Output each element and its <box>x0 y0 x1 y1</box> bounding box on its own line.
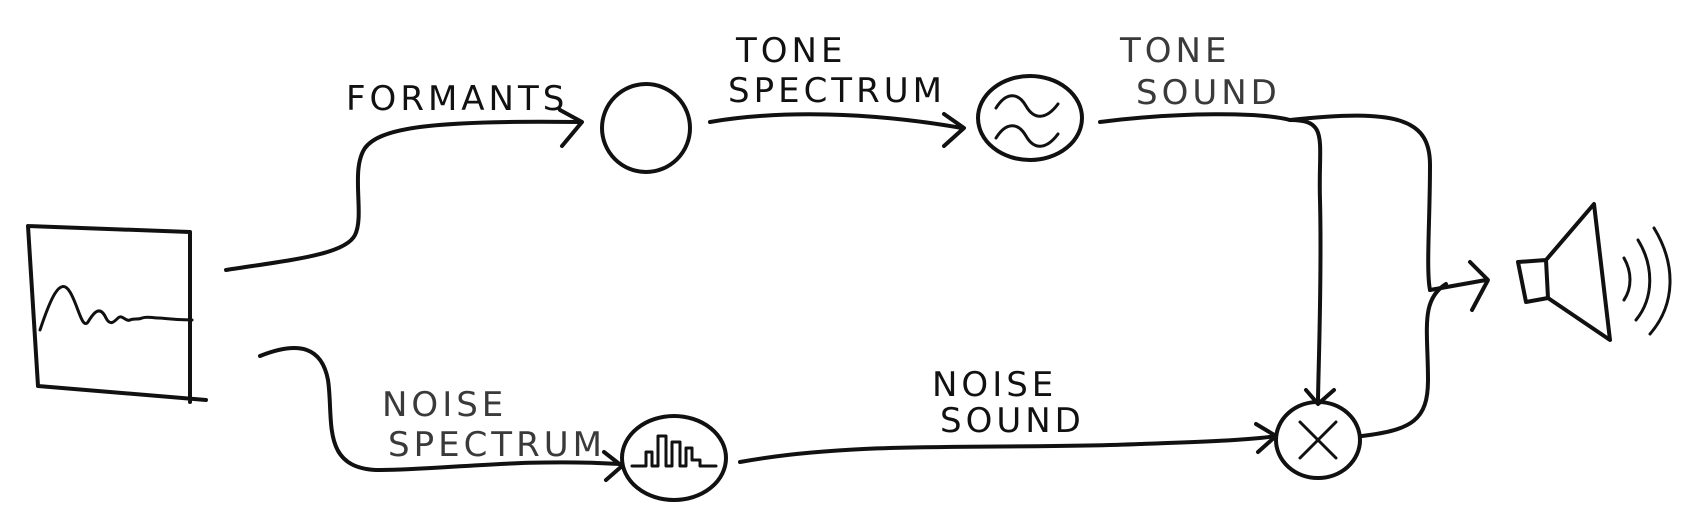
arrowhead-icon <box>602 450 624 482</box>
tone-oscillator-node <box>976 74 1084 162</box>
waveform-icon <box>38 284 194 332</box>
edge-tone-sound <box>1098 112 1432 406</box>
arrowhead-icon <box>1468 260 1490 312</box>
noise-filter-node <box>620 414 728 502</box>
sine-wave-icon <box>994 94 1060 148</box>
noise-spectrum-label-line2: SPECTRUM <box>388 425 606 465</box>
arrowhead-icon <box>558 108 584 148</box>
edge-tone-spectrum <box>708 112 966 148</box>
speaker-icon <box>1516 202 1612 342</box>
tone-sound-label-line2: SOUND <box>1136 73 1281 113</box>
edge-formants <box>224 108 584 272</box>
multiply-node <box>1274 400 1362 480</box>
sound-wave-icon <box>1622 226 1672 336</box>
edge-to-speaker <box>1360 260 1490 438</box>
bar-spectrum-icon <box>630 434 718 468</box>
multiply-icon <box>1298 420 1338 460</box>
formants-label: FORMANTS <box>346 79 568 119</box>
tone-sound-label-line1: TONE <box>1119 31 1230 71</box>
input-waveform-frame <box>26 224 208 404</box>
arrowhead-icon <box>942 112 966 148</box>
speaker <box>1516 202 1672 342</box>
noise-spectrum-label-line1: NOISE <box>382 385 507 425</box>
tone-spectrum-label-line1: TONE <box>735 31 846 71</box>
formant-node <box>600 82 692 174</box>
noise-sound-label-line1: NOISE <box>932 365 1057 405</box>
tone-spectrum-label-line2: SPECTRUM <box>728 71 946 111</box>
noise-sound-label-line2: SOUND <box>940 401 1085 441</box>
